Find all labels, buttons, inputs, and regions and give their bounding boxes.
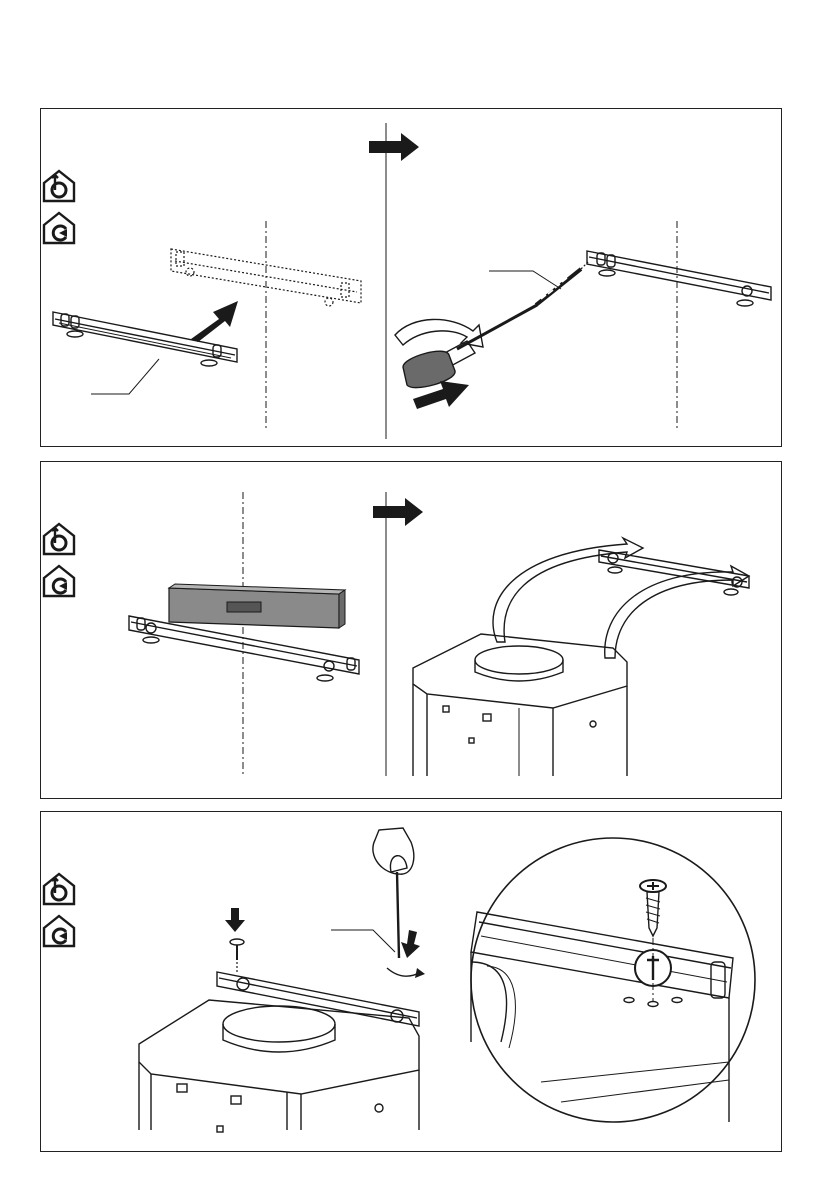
move-bracket-arrow xyxy=(191,301,238,342)
screwdriver-with-hand xyxy=(373,828,425,978)
insert-screw-arrow-left xyxy=(225,908,245,932)
hood-body xyxy=(139,1000,419,1132)
insert-screw-arrow-right xyxy=(401,930,420,958)
level-and-hood-illustration xyxy=(41,462,783,800)
next-step-arrow xyxy=(369,133,419,161)
hood-chimney-top xyxy=(413,634,627,776)
bracket-positioning-illustration xyxy=(41,109,783,448)
screw xyxy=(536,261,589,305)
screwdriver-callout-line xyxy=(331,930,395,952)
hood-fixing-illustration xyxy=(41,812,783,1153)
wall-bracket-mounted xyxy=(587,251,771,306)
spirit-level xyxy=(169,584,345,628)
mounting-bracket xyxy=(217,972,419,1026)
detail-magnifier xyxy=(471,838,755,1122)
next-step-arrow-2 xyxy=(373,498,423,526)
screw-left xyxy=(230,939,244,974)
instruction-panel-2 xyxy=(40,461,782,799)
screw-callout-line xyxy=(489,271,561,289)
bracket-callout-line xyxy=(91,359,159,394)
instruction-panel-3 xyxy=(40,811,782,1152)
wall-bracket xyxy=(53,312,237,366)
screwdriver xyxy=(403,305,537,388)
lift-arrow-right xyxy=(605,566,749,658)
instruction-panel-1 xyxy=(40,108,782,447)
